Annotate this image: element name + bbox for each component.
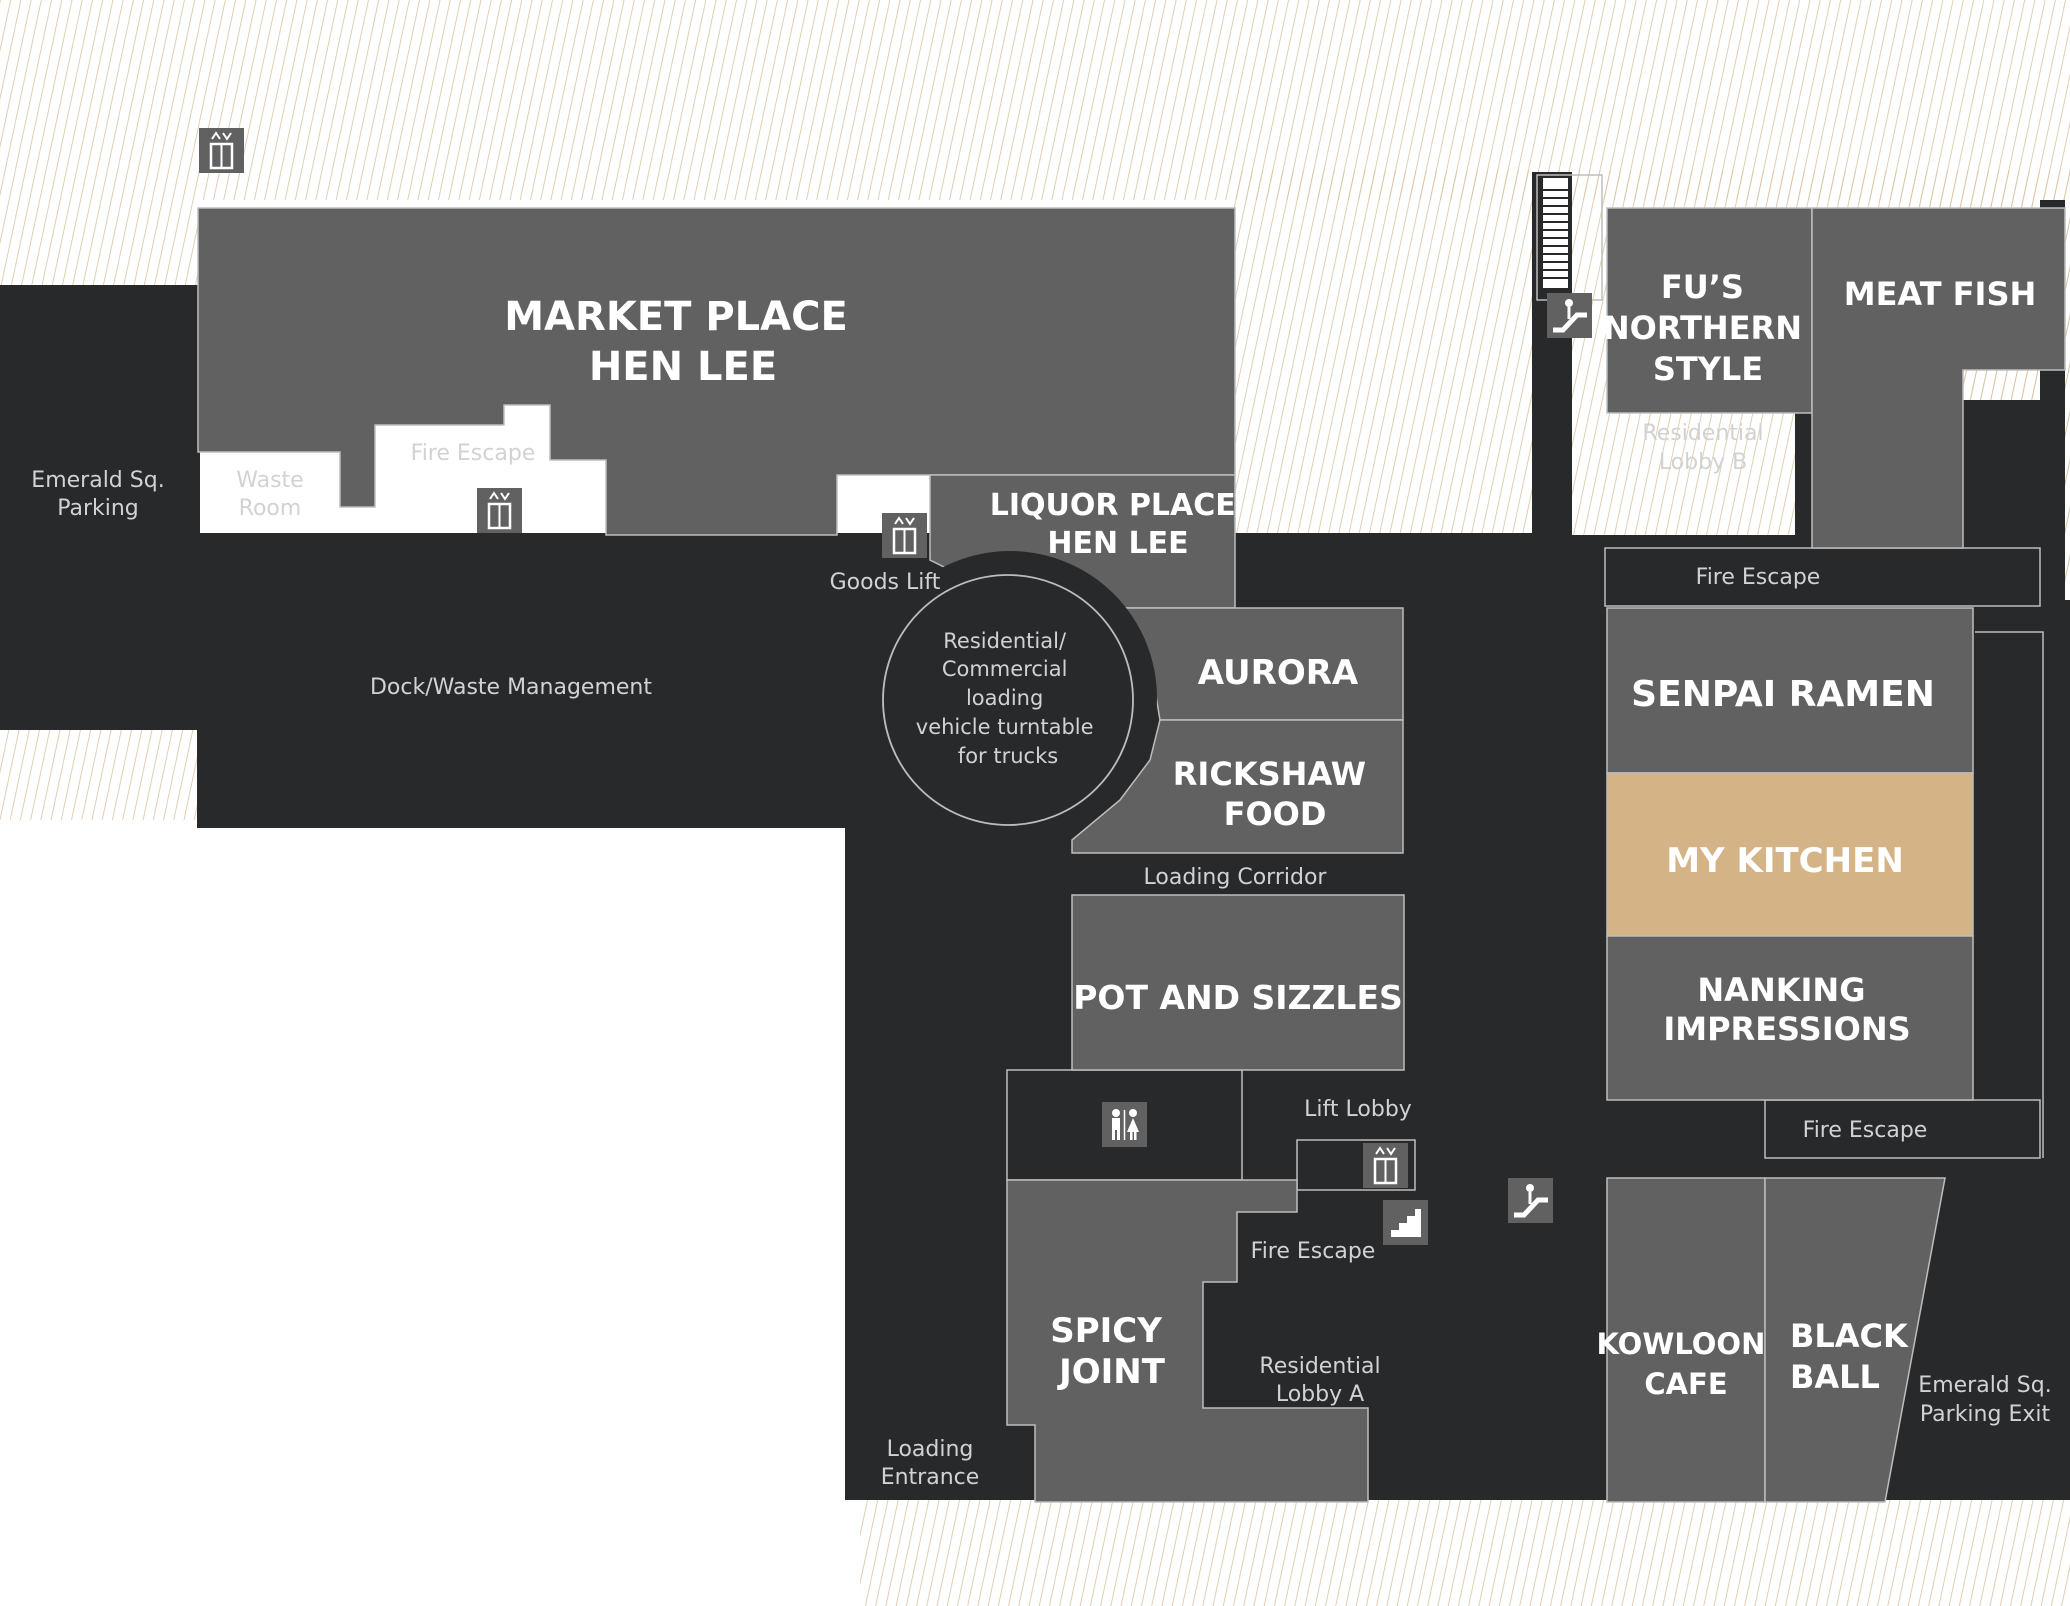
store-meat-fish[interactable]: MEAT FISH (1811, 207, 2066, 549)
store-rickshaw-food[interactable]: RICKSHAW FOOD (1071, 719, 1404, 854)
svg-text:Residential/ Commercial: Residential/ Commercial loading vehicle … (916, 629, 1100, 768)
lift-icon (1363, 1143, 1408, 1188)
svg-text:SENPAI RAMEN: SENPAI RAMEN (1631, 674, 1935, 715)
label-goods-lift: Goods Lift (830, 570, 941, 595)
store-senpai-ramen[interactable]: SENPAI RAMEN (1606, 607, 1974, 774)
store-pot-and-sizzles[interactable]: POT AND SIZZLES (1071, 894, 1405, 1071)
label-dock-waste: Dock/Waste Management (370, 675, 652, 700)
label-fire-escape-center: Fire Escape (1251, 1239, 1376, 1264)
label-fire-escape-top: Fire Escape (411, 441, 536, 466)
svg-text:KOWLOON CAFE: KOWLOON CAFE (1597, 1327, 1776, 1401)
store-kowloon-cafe[interactable]: KOWLOON CAFE (1597, 1177, 1776, 1503)
svg-text:BLACK BALL: BLACK BALL (1790, 1317, 1919, 1396)
svg-text:NANKING IMPRESSIONS: NANKING IMPRESSIONS (1663, 971, 1910, 1048)
label-fire-escape-right: Fire Escape (1696, 565, 1821, 590)
label-fire-escape-lower-right: Fire Escape (1803, 1118, 1928, 1143)
svg-text:RICKSHAW FOOD: RICKSHAW FOOD (1173, 755, 1377, 833)
store-spicy-joint[interactable]: SPICY JOINT (1006, 1179, 1369, 1503)
store-fus-northern-style[interactable]: FU’S NORTHERN STYLE (1603, 207, 1813, 414)
svg-text:SPICY JOINT: SPICY JOINT (1050, 1311, 1173, 1392)
escalator-icon (1547, 293, 1592, 338)
store-nanking-impressions[interactable]: NANKING IMPRESSIONS (1606, 935, 1974, 1101)
stairs-icon (1383, 1200, 1428, 1245)
store-black-ball[interactable]: BLACK BALL (1764, 1177, 1946, 1503)
store-aurora[interactable]: AURORA (1118, 607, 1404, 721)
svg-text:POT AND SIZZLES: POT AND SIZZLES (1073, 978, 1403, 1017)
label-loading-corridor: Loading Corridor (1144, 865, 1328, 890)
lift-icon (882, 513, 927, 558)
svg-text:FU’S NORTHERN STYL: FU’S NORTHERN STYLE (1603, 268, 1813, 388)
label-lift-lobby: Lift Lobby (1304, 1097, 1412, 1122)
lift-icon (199, 128, 244, 173)
store-market-place[interactable]: MARKET PLACE HEN LEE (197, 207, 1236, 536)
store-my-kitchen[interactable]: MY KITCHEN (1606, 772, 1974, 937)
svg-text:AURORA: AURORA (1198, 653, 1359, 693)
restroom-icon (1102, 1102, 1147, 1147)
svg-text:MY KITCHEN: MY KITCHEN (1666, 841, 1904, 881)
svg-text:MARKET PLACE HEN LEE: MARKET PLACE HEN LEE (504, 294, 861, 390)
label-emerald-parking: Emerald Sq.Parking (31, 468, 164, 521)
vehicle-turntable: Residential/ Commercial loading vehicle … (863, 551, 1157, 845)
escalator-icon (1508, 1178, 1553, 1223)
lift-icon (477, 488, 522, 533)
svg-text:LIQUOR PLACE HEN LEE: LIQUOR PLACE HEN LEE (990, 488, 1246, 561)
escalator-strip (1543, 178, 1568, 288)
label-emerald-parking-exit: Emerald Sq.Parking Exit (1918, 1373, 2051, 1427)
svg-text:MEAT FISH: MEAT FISH (1844, 275, 2037, 313)
